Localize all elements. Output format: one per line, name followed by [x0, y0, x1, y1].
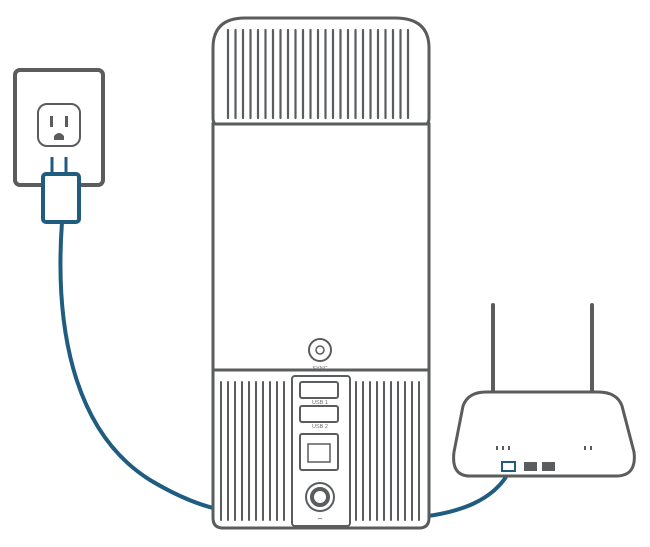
- usb1-label: USB 1: [312, 400, 328, 406]
- port-markings: · ·: [318, 478, 323, 484]
- usb1-port: [299, 381, 339, 399]
- modem-router-icon: [452, 303, 636, 478]
- router-ports: [501, 461, 555, 472]
- usb2-port: [299, 405, 339, 423]
- top-vent-slats: [226, 28, 410, 120]
- wall-outlet-icon: [13, 68, 105, 187]
- power-port: [305, 482, 335, 512]
- bottom-vent-slats: [220, 381, 420, 521]
- sync-label: SYNC: [312, 366, 327, 372]
- usb2-label: USB 2: [312, 424, 328, 430]
- sync-button: [308, 338, 332, 362]
- mesh-router-icon: SYNC USB 1 USB 2 · · ⎓: [211, 16, 431, 530]
- status-lights: [496, 446, 592, 450]
- svg-text:⎓: ⎓: [318, 516, 322, 522]
